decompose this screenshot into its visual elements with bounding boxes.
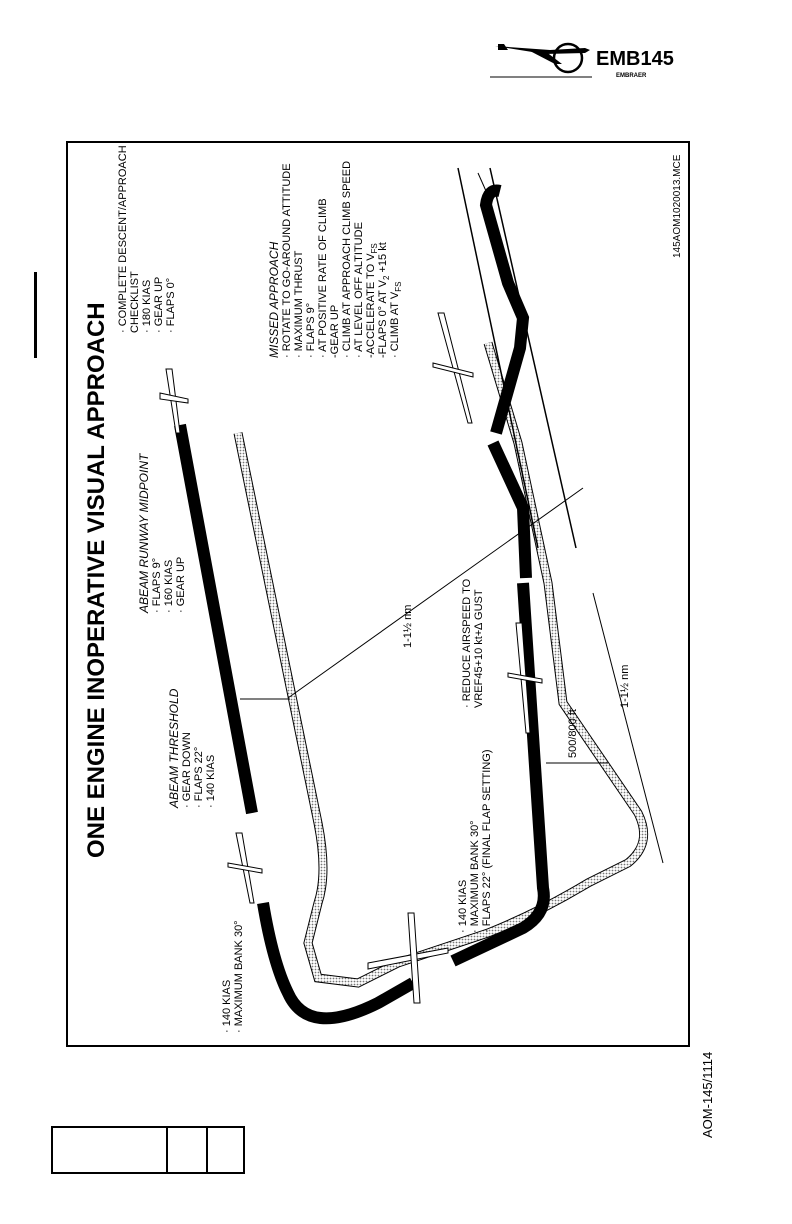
missed-approach-item: · CLIMB AT APPROACH CLIMB SPEED: [341, 161, 353, 358]
document-code: AOM-145/1114: [700, 1051, 715, 1138]
embraer-logo: EMB145 EMBRAER: [490, 42, 674, 79]
offset-dimension-line: [287, 487, 584, 699]
flight-path: [174, 184, 550, 1025]
approach-diagram: ONE ENGINE INOPERATIVE VISUAL APPROACH ·…: [83, 145, 683, 1033]
missed-approach-item: · FLAPS 9°: [305, 303, 317, 358]
abeam-threshold-notes: ABEAM THRESHOLD · GEAR DOWN · FLAPS 22° …: [167, 688, 217, 809]
departure-item: · 180 KIAS: [141, 280, 153, 333]
abeam-midpoint-item: · FLAPS 9°: [151, 558, 163, 613]
figure-ref-code: 145AOM1020013.MCE: [672, 154, 683, 258]
revision-box: [51, 1126, 245, 1174]
aircraft-icon: [367, 912, 449, 1004]
abeam-midpoint-heading: ABEAM RUNWAY MIDPOINT: [137, 452, 151, 614]
departure-item: · FLAPS 0°: [165, 278, 177, 333]
departure-notes: · COMPLETE DESCENT/APPROACH CHECKLIST · …: [117, 145, 177, 333]
aircraft-logo-icon: [490, 42, 592, 78]
figure-title: ONE ENGINE INOPERATIVE VISUAL APPROACH: [83, 302, 110, 858]
figure-frame: ONE ENGINE INOPERATIVE VISUAL APPROACH ·…: [66, 141, 690, 1047]
base-turn-item: · FLAPS 22° (FINAL FLAP SETTING): [481, 750, 493, 934]
base-turn-item: · 140 KIAS: [457, 880, 469, 933]
missed-approach-heading: MISSED APPROACH: [267, 241, 281, 358]
logo-maker-text: EMBRAER: [616, 73, 647, 79]
abeam-midpoint-item: · 160 KIAS: [163, 560, 175, 613]
runway: [457, 167, 577, 549]
missed-approach-item: -FLAPS 0° AT V2 +15 kt: [377, 242, 391, 358]
missed-approach-item: · ROTATE TO GO-AROUND ATTITUDE: [281, 163, 293, 358]
initial-turn-speed: · 140 KIAS: [221, 980, 233, 1033]
departure-item: · GEAR UP: [153, 277, 165, 333]
downwind-offset-label: 1-1½ nm: [402, 605, 414, 648]
base-turn-item: · MAXIMUM BANK 30°: [469, 820, 481, 933]
abeam-midpoint-item: · GEAR UP: [175, 557, 187, 613]
missed-approach-item: -GEAR UP: [329, 305, 341, 358]
missed-approach-item: -ACCELERATE TO VFS: [365, 243, 379, 358]
missed-approach-item: · CLIMB AT VFS: [389, 282, 403, 358]
missed-approach-notes: MISSED APPROACH · ROTATE TO GO-AROUND AT…: [267, 161, 403, 358]
abeam-threshold-item: · GEAR DOWN: [181, 732, 193, 808]
aircraft-icon: [432, 312, 474, 424]
initial-turn-notes: · 140 KIAS · MAXIMUM BANK 30°: [221, 920, 245, 1033]
initial-turn-bank: · MAXIMUM BANK 30°: [233, 920, 245, 1033]
final-length-label: 1-1½ nm: [619, 665, 631, 708]
abeam-threshold-heading: ABEAM THRESHOLD: [167, 688, 181, 809]
departure-item: CHECKLIST: [129, 271, 141, 333]
departure-item: · COMPLETE DESCENT/APPROACH: [117, 145, 129, 333]
final-item: VREF45+10 kt+∆ GUST: [473, 589, 485, 708]
missed-approach-item: · AT POSITIVE RATE OF CLIMB: [317, 198, 329, 358]
base-turn-notes: · 140 KIAS · MAXIMUM BANK 30° · FLAPS 22…: [457, 750, 493, 934]
aircraft-icon: [227, 832, 263, 904]
logo-model-text: EMB145: [596, 48, 674, 70]
aircraft-icon: [159, 368, 189, 434]
aircraft-icon: [507, 622, 543, 734]
abeam-midpoint-notes: ABEAM RUNWAY MIDPOINT · FLAPS 9° · 160 K…: [137, 452, 187, 614]
final-length-dimension-line: [592, 592, 664, 864]
missed-approach-item: · AT LEVEL OFF ALTITUDE: [353, 222, 365, 358]
revision-bar: [34, 272, 37, 358]
abeam-threshold-item: · 140 KIAS: [205, 755, 217, 808]
height-label: 500/800 ft: [567, 709, 579, 758]
final-item: · REDUCE AIRSPEED TO: [461, 578, 473, 708]
abeam-threshold-item: · FLAPS 22°: [193, 747, 205, 808]
final-notes: · REDUCE AIRSPEED TO VREF45+10 kt+∆ GUST: [461, 578, 485, 708]
missed-approach-item: · MAXIMUM THRUST: [293, 250, 305, 358]
